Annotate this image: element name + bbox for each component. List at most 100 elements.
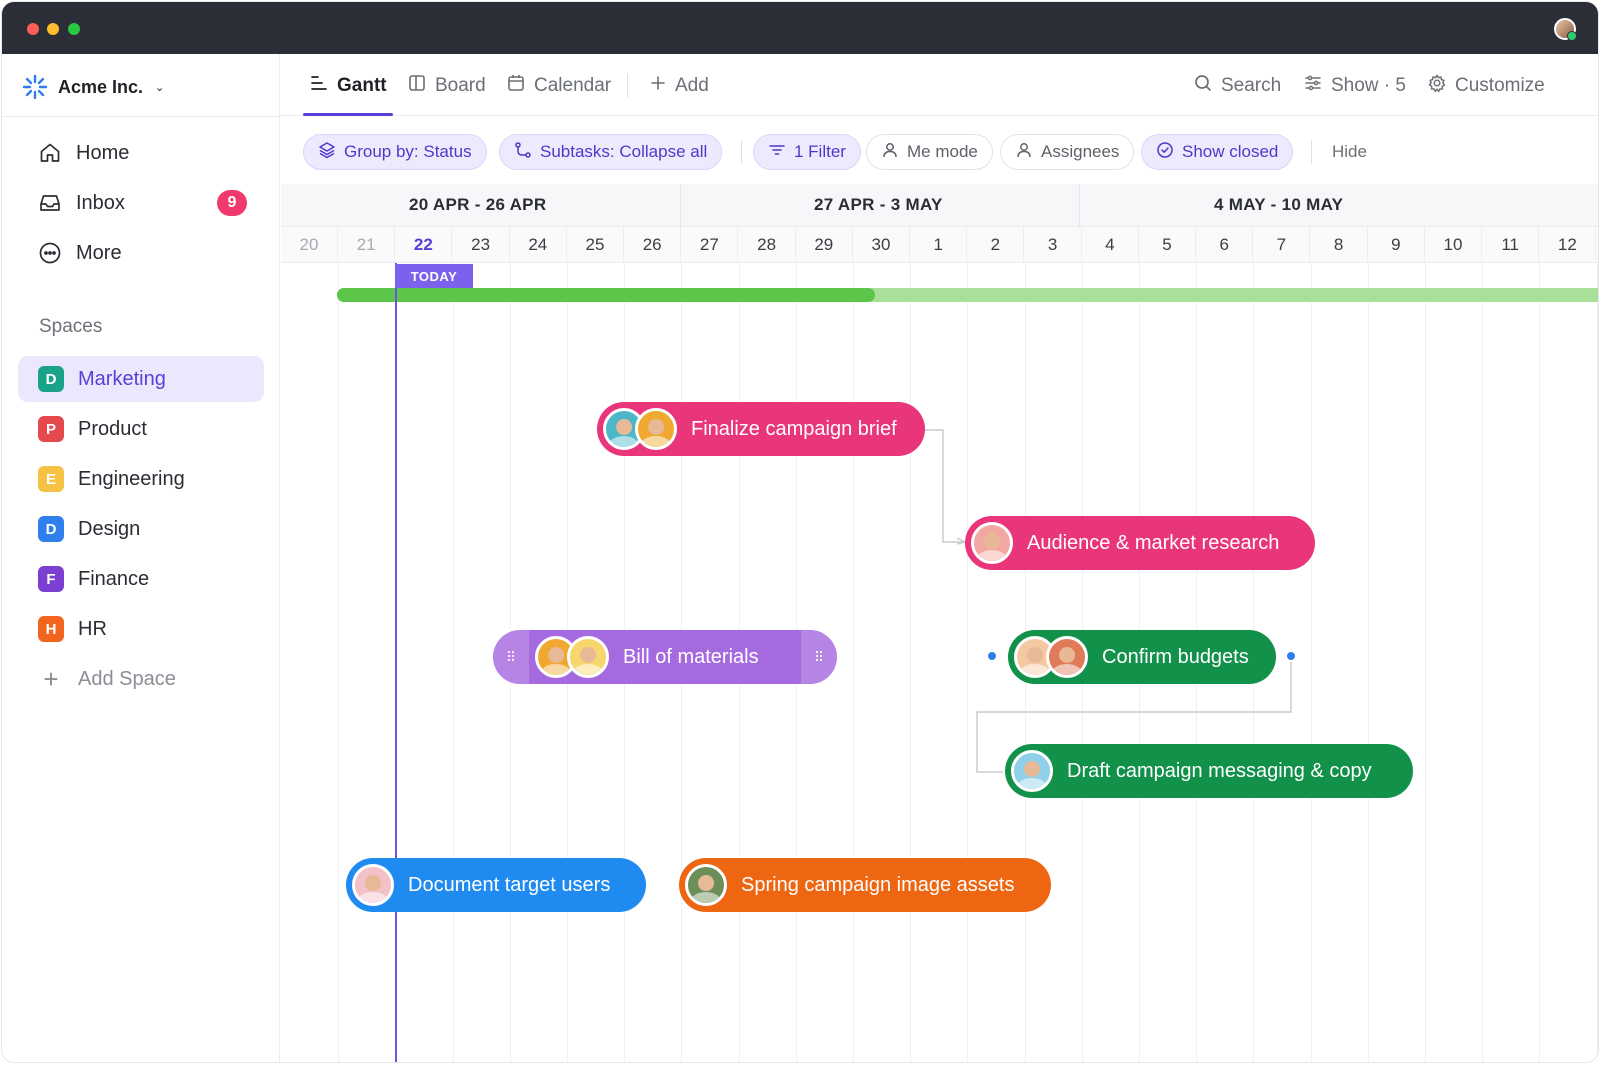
add-space-button[interactable]: + Add Space xyxy=(18,656,264,702)
tab-label: Calendar xyxy=(534,75,612,96)
workspace-switcher[interactable]: Acme Inc. ⌄ xyxy=(22,72,164,102)
space-item-hr[interactable]: H HR xyxy=(18,606,264,652)
nav-item-home[interactable]: Home xyxy=(38,138,129,168)
spaces-heading: Spaces xyxy=(39,316,103,337)
space-item-design[interactable]: D Design xyxy=(18,506,264,552)
assignees-label: Assignees xyxy=(1041,142,1120,161)
nav-item-inbox[interactable]: Inbox xyxy=(38,188,125,218)
grid-line xyxy=(1596,263,1598,1062)
task-bar-draft-campaign-messaging[interactable]: Draft campaign messaging & copy xyxy=(1005,744,1413,798)
group-by-pill[interactable]: Group by: Status xyxy=(303,134,487,170)
me-mode-pill[interactable]: Me mode xyxy=(866,134,993,170)
week-header-row: 20 APR - 26 APR 27 APR - 3 MAY 4 MAY - 1… xyxy=(281,184,1598,227)
task-label: Bill of materials xyxy=(623,645,759,668)
assignee-avatar xyxy=(567,636,609,678)
add-view-button[interactable]: Add xyxy=(649,72,709,100)
inbox-icon xyxy=(38,191,62,215)
dependency-links xyxy=(924,429,1292,773)
task-bar-document-target-users[interactable]: Document target users xyxy=(346,858,646,912)
board-icon xyxy=(407,73,427,99)
nav-label: Home xyxy=(76,141,130,164)
tab-label: Gantt xyxy=(337,75,387,96)
task-label: Audience & market research xyxy=(1027,531,1280,554)
day-cell: 1 xyxy=(910,227,968,263)
customize-label: Customize xyxy=(1455,75,1545,96)
day-cell: 26 xyxy=(624,227,682,263)
space-chip: H xyxy=(38,616,64,642)
user-avatar[interactable] xyxy=(1554,18,1577,41)
dependency-handle-right[interactable] xyxy=(1285,650,1297,662)
task-bar-confirm-budgets[interactable]: Confirm budgets xyxy=(1008,630,1276,684)
space-item-marketing[interactable]: D Marketing xyxy=(18,356,264,402)
space-label: HR xyxy=(78,617,107,640)
assignee-avatar xyxy=(635,408,677,450)
day-cell: 10 xyxy=(1425,227,1482,263)
day-cell: 25 xyxy=(567,227,624,263)
gear-icon xyxy=(1427,73,1447,99)
day-cell: 21 xyxy=(338,227,396,263)
workspace-name: Acme Inc. xyxy=(58,76,144,97)
day-cell: 29 xyxy=(796,227,853,263)
tab-board[interactable]: Board xyxy=(407,72,486,100)
day-cell: 9 xyxy=(1368,227,1425,263)
task-bar-bill-of-materials[interactable]: ⠿ Bill of materials ⠿ xyxy=(493,630,837,684)
tab-gantt[interactable]: Gantt xyxy=(309,72,387,100)
nav-item-more[interactable]: More xyxy=(38,238,122,268)
subtasks-pill[interactable]: Subtasks: Collapse all xyxy=(499,134,723,170)
minimize-window-button[interactable] xyxy=(47,23,59,35)
drag-handle-icon[interactable]: ⠿ xyxy=(493,630,529,684)
user-icon xyxy=(881,141,899,164)
task-bar-audience-market-research[interactable]: Audience & market research xyxy=(965,516,1315,570)
grid-line xyxy=(1310,263,1312,1062)
tab-label: Board xyxy=(435,75,486,96)
plus-icon: + xyxy=(43,663,59,694)
day-cell: 12 xyxy=(1539,227,1597,263)
show-button[interactable]: Show · 5 xyxy=(1303,72,1406,100)
task-label: Draft campaign messaging & copy xyxy=(1067,759,1372,782)
space-label: Product xyxy=(78,417,147,440)
maximize-window-button[interactable] xyxy=(68,23,80,35)
day-cell: 20 xyxy=(281,227,338,263)
space-label: Engineering xyxy=(78,467,185,490)
show-label: Show · 5 xyxy=(1331,75,1406,96)
task-bar-finalize-campaign-brief[interactable]: Finalize campaign brief xyxy=(597,402,925,456)
day-cell: 7 xyxy=(1253,227,1311,263)
day-cell: 22 xyxy=(395,227,453,263)
customize-button[interactable]: Customize xyxy=(1427,72,1545,100)
hide-button[interactable]: Hide xyxy=(1332,142,1367,161)
search-button[interactable]: Search xyxy=(1193,72,1281,100)
assignee-avatars xyxy=(1011,750,1053,792)
add-space-label: Add Space xyxy=(78,667,176,690)
day-cell: 6 xyxy=(1196,227,1254,263)
chevron-down-icon: ⌄ xyxy=(155,81,165,94)
title-bar xyxy=(2,2,1598,54)
filter-pill[interactable]: 1 Filter xyxy=(753,134,861,170)
show-closed-pill[interactable]: Show closed xyxy=(1141,134,1294,170)
close-window-button[interactable] xyxy=(27,23,39,35)
task-bar-spring-campaign-image-assets[interactable]: Spring campaign image assets xyxy=(679,858,1051,912)
tab-calendar[interactable]: Calendar xyxy=(506,72,611,100)
today-flag: TODAY xyxy=(395,264,473,288)
dependency-handle-left[interactable] xyxy=(986,650,998,662)
home-icon xyxy=(38,141,62,165)
assignees-pill[interactable]: Assignees xyxy=(1000,134,1135,170)
nav-label: Inbox xyxy=(76,191,125,214)
grid-line xyxy=(1539,263,1541,1062)
space-item-finance[interactable]: F Finance xyxy=(18,556,264,602)
space-chip: D xyxy=(38,366,64,392)
progress-fill xyxy=(337,288,875,302)
space-item-product[interactable]: P Product xyxy=(18,406,264,452)
group-by-label: Group by: Status xyxy=(344,142,472,161)
search-icon xyxy=(1193,73,1213,99)
gantt-chart: 20 APR - 26 APR 27 APR - 3 MAY 4 MAY - 1… xyxy=(281,184,1598,1062)
plus-icon xyxy=(649,74,667,98)
day-cell: 30 xyxy=(853,227,910,263)
drag-handle-icon[interactable]: ⠿ xyxy=(801,630,837,684)
check-circle-icon xyxy=(1156,141,1174,164)
sliders-icon xyxy=(1303,73,1323,99)
filter-divider xyxy=(741,140,742,164)
space-item-engineering[interactable]: E Engineering xyxy=(18,456,264,502)
subtasks-label: Subtasks: Collapse all xyxy=(540,142,708,161)
